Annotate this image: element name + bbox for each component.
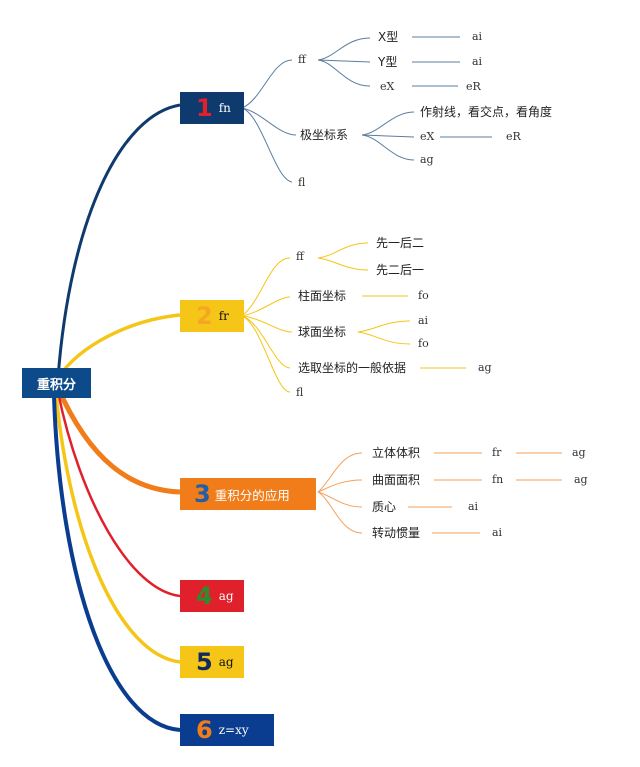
root-label: 重积分 (36, 377, 76, 393)
branch-4-number: 4 (196, 582, 213, 610)
branch-5-label: ag (218, 655, 234, 669)
b1-ray: 作射线，看交点，看角度 (420, 105, 553, 119)
root-node[interactable]: 重积分 (22, 368, 91, 398)
b3-vol-fr: fr (492, 446, 502, 459)
branch-3-label: 重积分的应用 (214, 487, 290, 503)
b1-polar-er: eR (506, 130, 521, 143)
branch-2-label: fr (218, 309, 229, 323)
b1-y-type: Y型 (378, 55, 398, 69)
b3-area-fn: fn (492, 473, 504, 486)
branch-5-line (54, 393, 181, 664)
branch-4-label: ag (218, 589, 234, 603)
b2-sph-ai: ai (418, 314, 429, 327)
b3-area: 曲面面积 (372, 473, 421, 487)
b1-ex-er: eR (466, 80, 481, 93)
b3-cen-ai: ai (468, 500, 479, 513)
branch-4-node[interactable]: 4 ag (180, 580, 244, 612)
b1-polar-ex: eX (420, 130, 435, 143)
b2-first-two: 先二后一 (376, 263, 425, 277)
b3-volume: 立体体积 (372, 446, 421, 460)
b2-ff: ff (296, 250, 304, 263)
branch-5-number: 5 (196, 648, 213, 676)
branch-4-line (56, 391, 181, 598)
branch-2-number: 2 (196, 302, 213, 330)
branch-6-number: 6 (196, 716, 213, 744)
b2-cyl: 柱面坐标 (298, 289, 347, 303)
branch-1-line (56, 103, 181, 379)
b1-ff: ff (298, 53, 306, 66)
branch-3-node[interactable]: 3 重积分的应用 (180, 478, 316, 510)
b3-inertia: 转动惯量 (372, 526, 421, 540)
b1-y-ai: ai (472, 55, 483, 68)
branch-2-node[interactable]: 2 fr (180, 300, 244, 332)
b3-area-ag: ag (574, 473, 588, 486)
branch-6-node[interactable]: 6 z=xy (180, 714, 274, 746)
b3-centroid: 质心 (372, 500, 397, 514)
b1-ex: eX (380, 80, 395, 93)
b1-x-ai: ai (472, 30, 483, 43)
b3-vol-ag: ag (572, 446, 586, 459)
b2-sph: 球面坐标 (298, 325, 347, 339)
b2-fl: fl (296, 386, 304, 399)
branch-1-node[interactable]: 1 fn (180, 92, 244, 124)
b2-basis-ag: ag (478, 361, 492, 374)
b2-cyl-fo: fo (418, 289, 429, 302)
branch-2-line (56, 313, 181, 379)
b2-basis: 选取坐标的一般依据 (298, 361, 407, 375)
b2-sph-fo: fo (418, 337, 429, 350)
b1-polar: 极坐标系 (300, 128, 349, 142)
b1-x-type: X型 (378, 30, 399, 44)
b1-fl: fl (298, 176, 306, 189)
b2-first-one: 先一后二 (376, 236, 425, 250)
branch-3-number: 3 (194, 480, 211, 508)
branch-5-node[interactable]: 5 ag (180, 646, 244, 678)
branch-1-label: fn (218, 101, 231, 115)
branch-1-number: 1 (196, 94, 213, 122)
branch-6-label: z=xy (218, 723, 249, 737)
branch-6-line (52, 395, 181, 732)
b3-in-ai: ai (492, 526, 503, 539)
branch-3-line (55, 386, 181, 495)
b1-polar-ag: ag (420, 153, 434, 166)
